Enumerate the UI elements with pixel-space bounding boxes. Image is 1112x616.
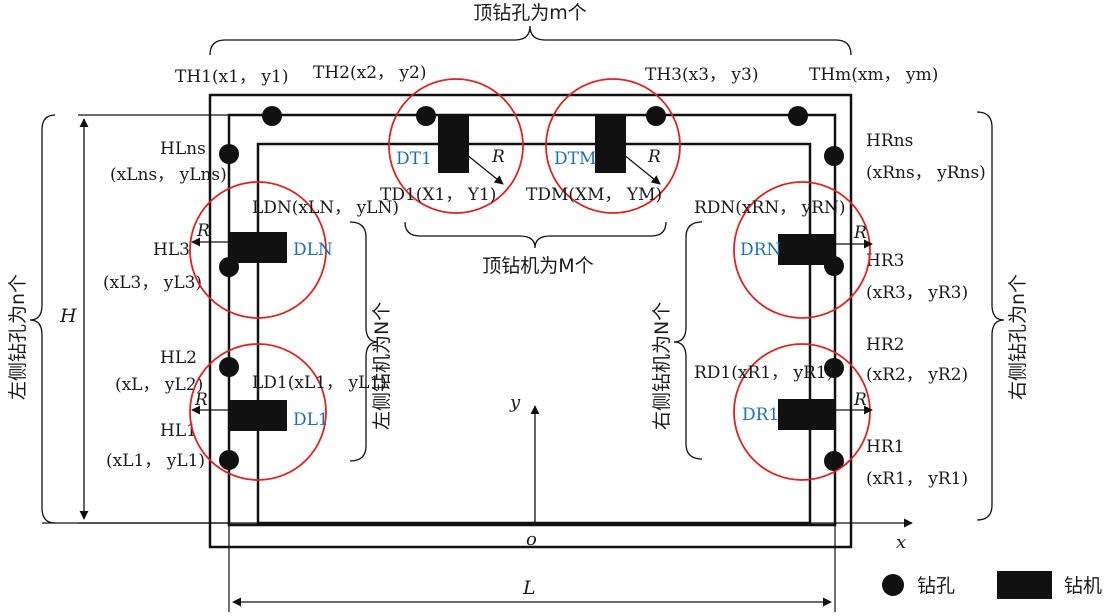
left-hole-coord-ns: (xLns， yLns) (110, 165, 227, 185)
legend-drill-icon (997, 571, 1052, 599)
hole-marker (824, 358, 844, 378)
right-drill-coord-1: RD1(xR1， yR1) (694, 363, 833, 383)
radius-label: R (196, 221, 210, 241)
right-hole-label-ns: HRns (866, 131, 913, 151)
top-hole-label-2: TH2(x2， y2) (313, 63, 426, 83)
radius-label: R (491, 147, 505, 167)
right-hole-coord-ns: (xRns， yRns) (866, 163, 986, 183)
right-drills-count-label: 右侧钻机为N个 (651, 302, 673, 430)
drill-marker (230, 232, 287, 263)
right-drill-id-n: DRN (740, 240, 781, 260)
left-hole-coord-3: (xL3， yL3) (103, 273, 202, 293)
left-holes-count-label: 左侧钻孔为n个 (7, 274, 29, 400)
left-holes-brace (29, 114, 56, 524)
legend-hole-label: 钻孔 (917, 575, 955, 597)
left-drill-brace (349, 221, 379, 462)
radius-arrow (455, 145, 504, 185)
right-holes-count-label: 右侧钻孔为n个 (1007, 274, 1029, 400)
right-hole-label-3: HR3 (866, 251, 904, 271)
hole-marker (219, 357, 239, 377)
left-hole-label-3: HL3 (153, 240, 190, 260)
right-hole-coord-3: (xR3， yR3) (866, 283, 968, 303)
top-brace (209, 25, 852, 56)
drill-marker (778, 399, 835, 430)
drill-range-circle (189, 181, 327, 319)
left-drill-coord-n: LDN(xLN， yLN) (252, 198, 399, 218)
top-hole-label-3: TH3(x3， y3) (645, 65, 758, 85)
right-hole-label-1: HR1 (866, 437, 904, 457)
drill-range-circle (189, 343, 327, 481)
left-hole-coord-1: (xL1， yL1) (106, 451, 205, 471)
right-hole-coord-1: (xR1， yR1) (866, 469, 968, 489)
right-drill-brace (673, 221, 703, 460)
radius-label: R (647, 147, 661, 167)
right-drill-id-1: DR1 (742, 405, 779, 425)
hole-marker (219, 450, 239, 470)
drill-marker (778, 234, 835, 265)
top-hole-label-m: THm(xm， ym) (809, 65, 938, 85)
right-drill-coord-n: RDN(xRN， yRN) (694, 198, 846, 218)
radius-label: R (853, 390, 867, 410)
legend-hole-icon (882, 574, 904, 596)
y-axis-label: y (509, 392, 521, 413)
top-drill-id-1: DT1 (396, 149, 432, 169)
right-holes-brace (976, 111, 1005, 521)
drill-range-circle (388, 78, 524, 214)
left-hole-label-1: HL1 (160, 421, 197, 441)
drill-marker (438, 115, 469, 173)
x-axis-label: x (896, 532, 906, 553)
hole-marker (219, 144, 239, 164)
outer-frame (208, 93, 853, 549)
right-hole-label-2: HR2 (866, 335, 904, 355)
top-drills-count-label: 顶钻机为M个 (482, 255, 593, 277)
height-label: H (59, 305, 77, 327)
left-hole-label-2: HL2 (160, 348, 197, 368)
left-drill-id-1: DL1 (293, 410, 329, 430)
length-label: L (522, 577, 536, 599)
left-drill-coord-1: LD1(xL1， yL1) (252, 373, 387, 393)
hole-marker (824, 451, 844, 471)
middle-frame (227, 113, 837, 527)
radius-label: R (853, 223, 867, 243)
top-drill-coord-1: TD1(X1， Y1) (380, 185, 496, 205)
hole-marker (262, 106, 282, 126)
hole-marker (416, 106, 436, 126)
legend-drill-label: 钻机 (1064, 575, 1102, 597)
radius-arrow (612, 145, 661, 185)
top-holes-count-label: 顶钻孔为m个 (473, 2, 587, 24)
hole-marker (824, 146, 844, 166)
top-drill-brace (404, 221, 667, 249)
top-drill-id-m: DTM (554, 149, 596, 169)
right-hole-coord-2: (xR2， yR2) (866, 365, 968, 385)
drill-marker (230, 400, 287, 431)
left-hole-label-ns: HLns (160, 139, 206, 159)
drill-range-circle (733, 181, 871, 319)
left-drill-id-n: DLN (293, 240, 333, 260)
top-drill-coord-m: TDM(XM， YM) (526, 185, 662, 205)
drill-marker (595, 115, 626, 173)
hole-marker (788, 106, 808, 126)
drill-range-circle (545, 78, 681, 214)
hole-marker (646, 106, 666, 126)
left-hole-coord-2: (xL， yL2) (115, 375, 203, 395)
origin-label: o (526, 529, 537, 550)
left-drills-count-label: 左侧钻机为N个 (371, 302, 393, 430)
top-hole-label-1: TH1(x1， y1) (175, 67, 288, 87)
radius-label: R (194, 390, 208, 410)
